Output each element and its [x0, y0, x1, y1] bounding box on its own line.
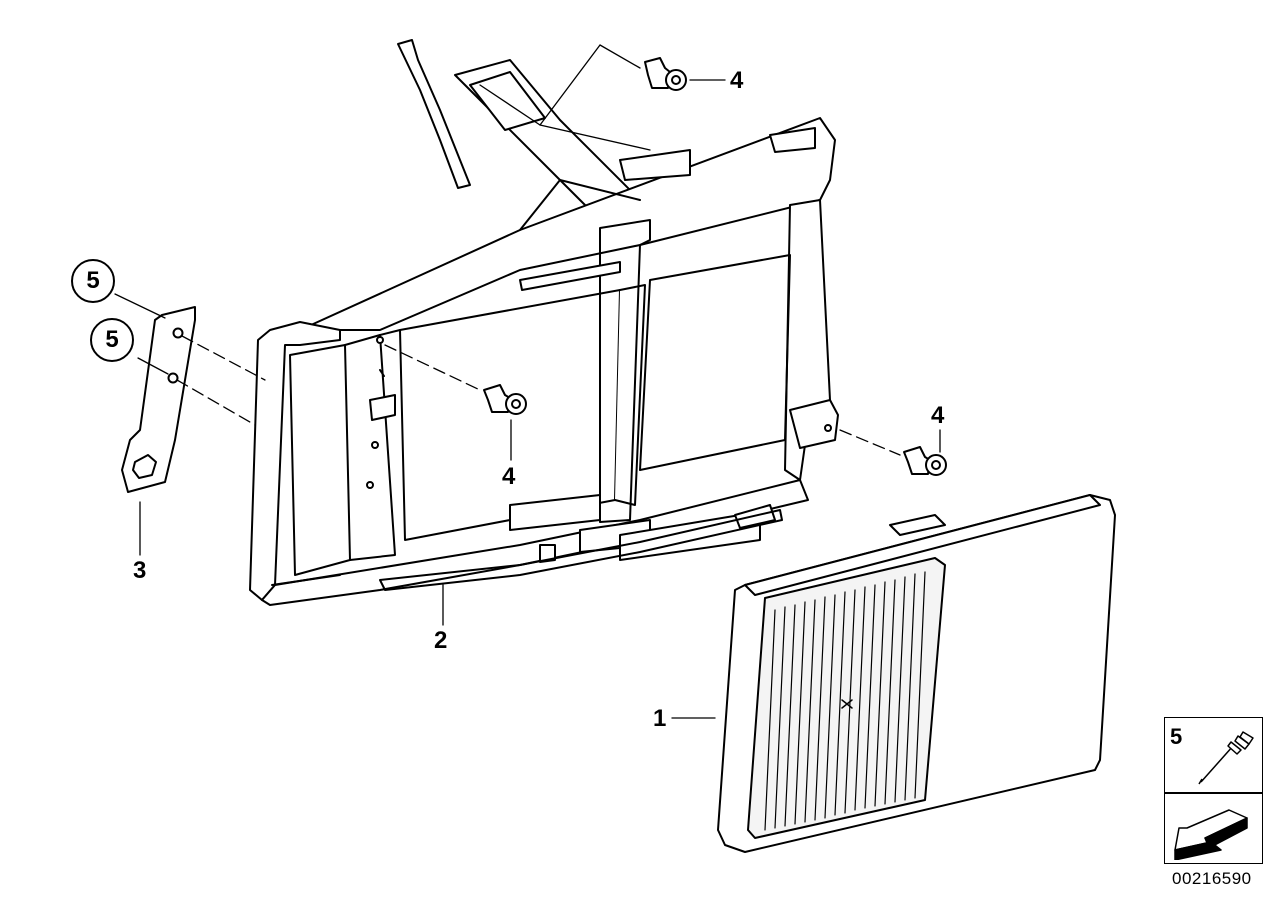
callout-part-1: 1 [653, 705, 667, 732]
diagram-id: 00216590 [1172, 869, 1252, 888]
housing-frame [249, 39, 839, 606]
leader-lines [114, 44, 941, 719]
callout-part-2: 2 [434, 627, 448, 654]
callout-part-3: 3 [133, 557, 147, 584]
legend-divider [1165, 792, 1262, 794]
callout-part-5-b: 5 [90, 318, 134, 362]
bolt-top [644, 57, 687, 91]
direction-arrow-icon [1174, 809, 1248, 860]
dashed-guides [176, 335, 901, 456]
side-bracket [121, 306, 196, 493]
callout-part-4-top: 4 [730, 67, 744, 94]
filter-pleats [764, 571, 926, 831]
legend-number: 5 [1170, 724, 1183, 749]
legend-box: 5 [1164, 717, 1263, 864]
bolt-right [903, 446, 947, 476]
rivet-icon [1198, 731, 1254, 785]
callout-part-4-middle: 4 [502, 463, 516, 490]
cabin-filter [717, 494, 1116, 853]
callout-part-4-right: 4 [931, 402, 945, 429]
callout-part-5-a: 5 [71, 259, 115, 303]
bolt-middle [483, 384, 527, 415]
